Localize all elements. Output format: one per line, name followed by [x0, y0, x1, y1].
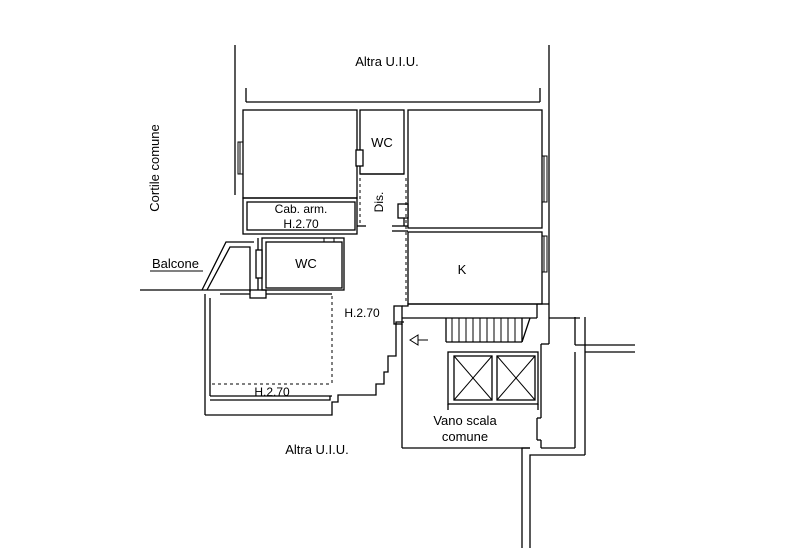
- room-cab-arm: [242, 197, 366, 235]
- room-living: [204, 293, 404, 416]
- label-cortile-comune: Cortile comune: [147, 124, 162, 211]
- label-altra-uiu-top: Altra U.I.U.: [355, 54, 419, 69]
- label-wc-upper: WC: [371, 135, 393, 150]
- label-altra-uiu-bottom: Altra U.I.U.: [285, 442, 349, 457]
- room-upper-left: [237, 109, 358, 199]
- label-h-cab: H.2.70: [283, 217, 319, 231]
- label-h-center: H.2.70: [344, 306, 380, 320]
- room-kitchen: [407, 231, 580, 319]
- corridor-dis: [359, 178, 408, 304]
- label-balcone: Balcone: [152, 256, 199, 271]
- label-h-bottom: H.2.70: [254, 385, 290, 399]
- label-vano-scala-2: comune: [442, 429, 488, 444]
- room-wc-upper: [355, 109, 405, 175]
- label-wc-lower: WC: [295, 256, 317, 271]
- boundary-walls: [140, 45, 635, 455]
- room-bedroom-right: [397, 109, 548, 229]
- label-vano-scala-1: Vano scala: [433, 413, 497, 428]
- label-dis: Dis.: [372, 192, 386, 213]
- stairwell: [393, 303, 585, 548]
- label-k: K: [458, 262, 467, 277]
- room-wc-lower: [255, 237, 345, 291]
- label-cab-arm: Cab. arm.: [275, 202, 328, 216]
- entrance-arrow-icon: [409, 334, 428, 346]
